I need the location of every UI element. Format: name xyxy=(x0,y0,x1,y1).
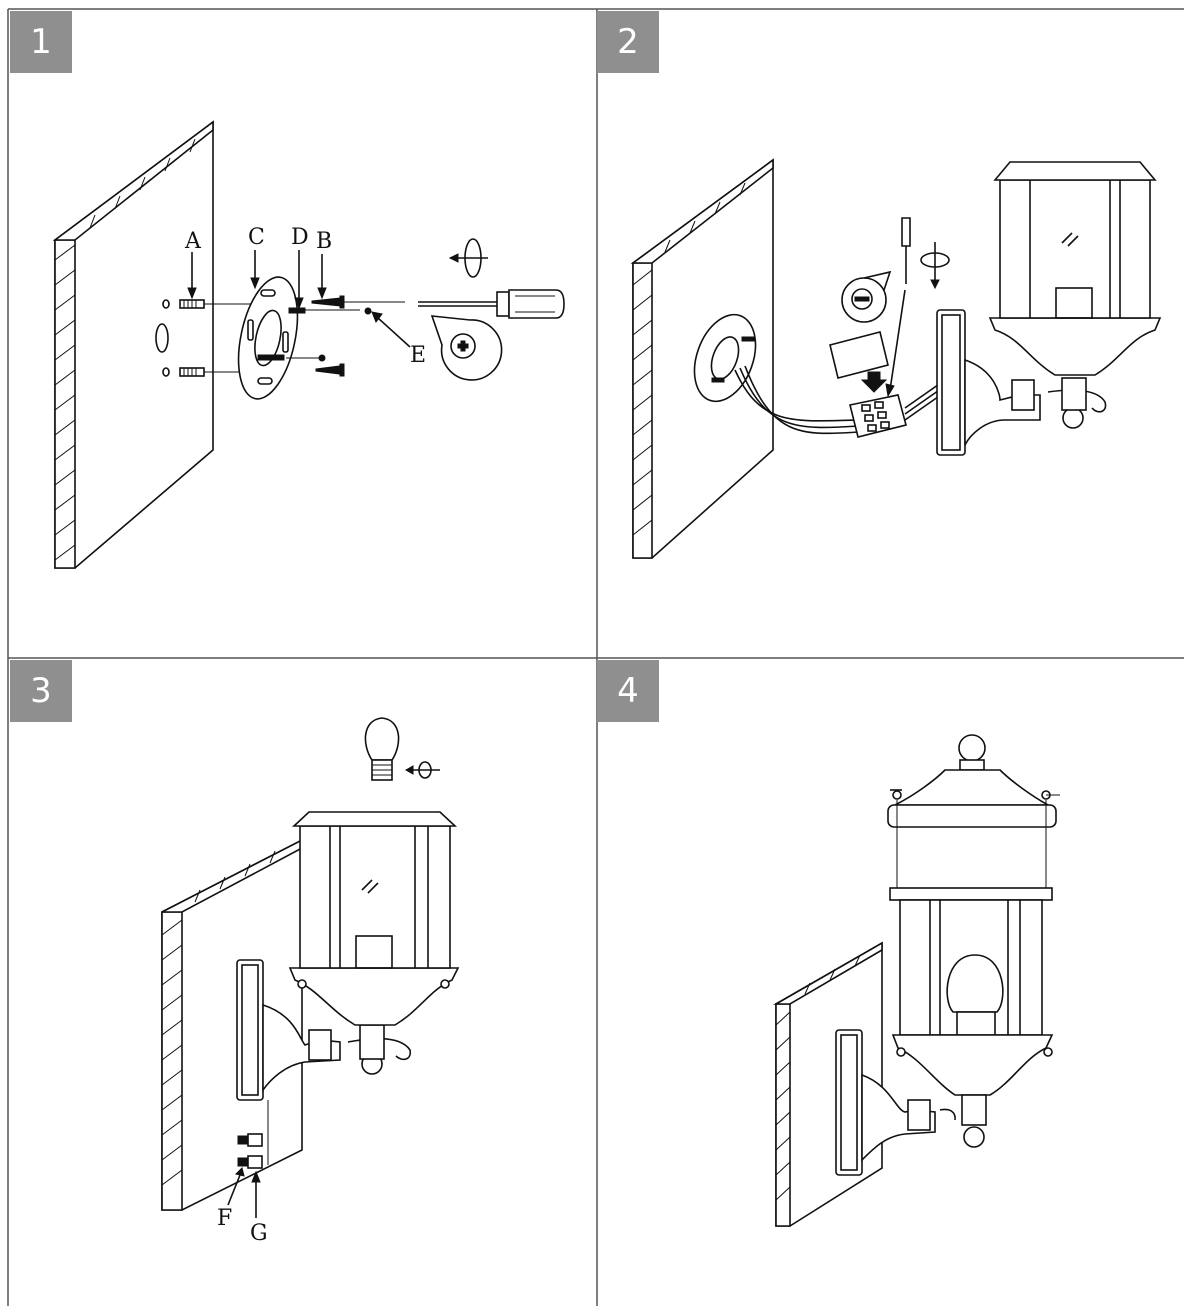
lamp-fixture-2 xyxy=(936,161,1162,456)
phillips-screw-icon xyxy=(430,315,503,381)
step-2-badge: 2 xyxy=(597,11,659,73)
rotate-icon xyxy=(404,761,440,779)
label-g: G xyxy=(250,1221,268,1246)
screwdriver-icon xyxy=(901,217,911,284)
label-b: B xyxy=(316,229,332,254)
lamp-fixture-3 xyxy=(236,811,460,1101)
lamp-fixture-4 xyxy=(835,734,1060,1176)
label-a: A xyxy=(184,229,202,254)
terminal-block xyxy=(829,331,907,438)
step-2-panel: 2 xyxy=(597,9,1184,658)
fixing-screws-fg xyxy=(237,1100,269,1169)
screwdriver-icon xyxy=(418,289,565,319)
rotate-icon xyxy=(448,238,488,278)
screw-b xyxy=(311,295,345,377)
step-1-badge: 1 xyxy=(10,11,72,73)
slotted-screw-icon xyxy=(841,270,892,323)
step-1-panel: 1 xyxy=(8,9,597,658)
mounting-plate-c xyxy=(237,276,299,400)
step-3-badge: 3 xyxy=(10,660,72,722)
label-e: E xyxy=(410,343,426,368)
step-4-panel: 4 xyxy=(597,658,1184,1306)
step-3-panel: 3 xyxy=(8,658,597,1306)
wall-1 xyxy=(52,120,214,569)
wall-3 xyxy=(161,838,303,1211)
step-4-badge: 4 xyxy=(597,660,659,722)
label-c: C xyxy=(248,225,265,250)
light-bulb-icon xyxy=(364,717,400,781)
label-f: F xyxy=(217,1206,232,1231)
label-d: D xyxy=(291,225,309,250)
rotate-icon xyxy=(920,242,950,290)
wall-plug-a xyxy=(179,299,205,377)
